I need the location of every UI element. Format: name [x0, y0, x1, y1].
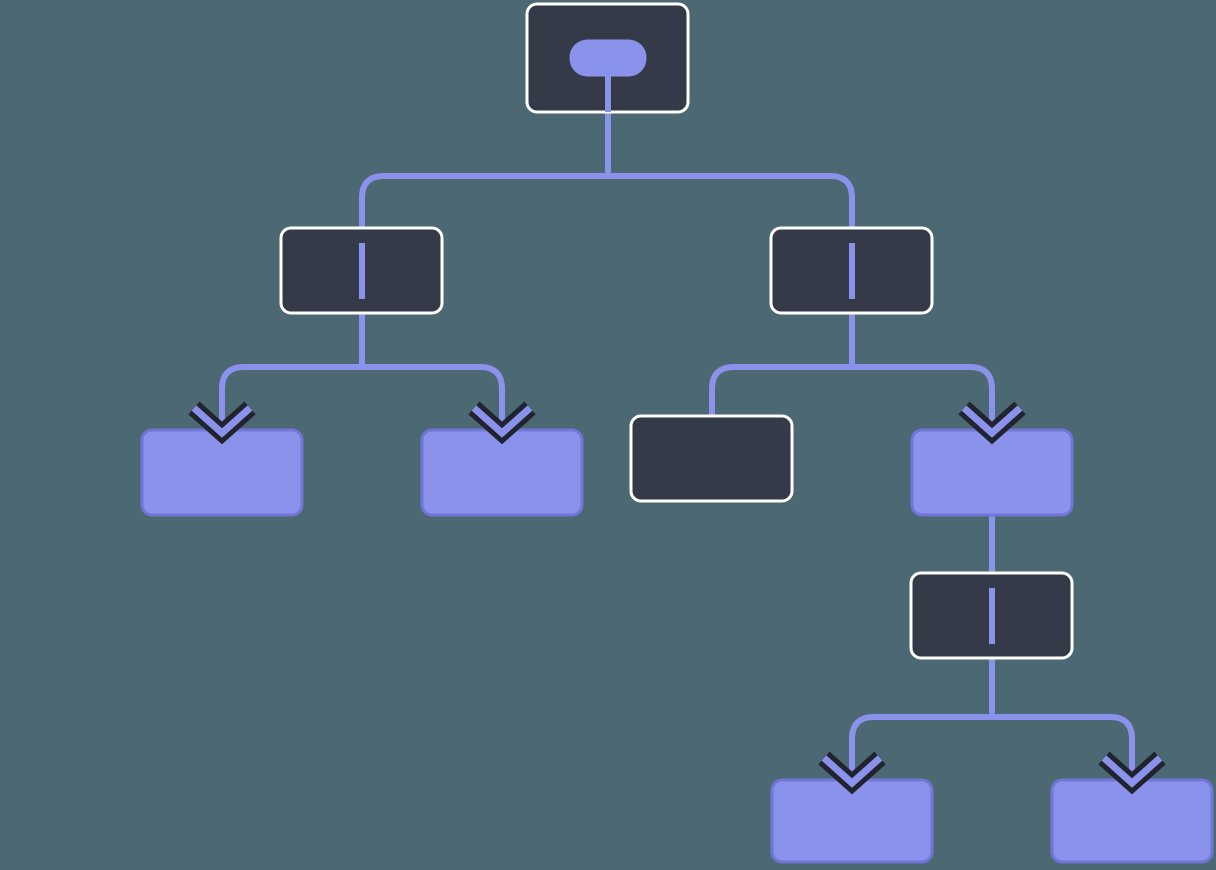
level1-left-node[interactable] [279, 226, 444, 315]
root-node[interactable] [525, 2, 690, 114]
connector-level1-left-to-leaf-b[interactable] [359, 313, 505, 433]
root-pill-badge [569, 39, 647, 77]
level3-dark-node[interactable] [909, 571, 1074, 660]
node-layer [140, 2, 1214, 864]
arrowhead-stroke [191, 405, 253, 438]
level2-dark-node-body[interactable] [629, 414, 794, 503]
arrowhead-icon [818, 751, 886, 795]
connector-level1-left-to-leaf-a[interactable] [219, 313, 365, 433]
connector-level1-right-to-dark-node[interactable] [709, 313, 855, 416]
arrowhead-stroke [961, 405, 1023, 438]
connector-layer [219, 112, 1135, 783]
arrow-layer [188, 401, 1166, 795]
arrowhead-icon [958, 401, 1026, 445]
level1-right-node[interactable] [769, 226, 934, 315]
arrowhead-stroke [821, 755, 883, 788]
connector-level3-to-leaf-b[interactable] [989, 658, 1135, 783]
arrowhead-icon [188, 401, 256, 445]
arrowhead-icon [468, 401, 536, 445]
connector-level1-right-to-branch-node[interactable] [849, 313, 995, 433]
connector-root-to-level1-right[interactable] [605, 112, 855, 228]
arrowhead-icon [1098, 751, 1166, 795]
arrowhead-stroke [471, 405, 533, 438]
connector-level3-to-leaf-a[interactable] [849, 658, 995, 783]
level2-dark-node[interactable] [629, 414, 794, 503]
arrowhead-stroke [1101, 755, 1163, 788]
